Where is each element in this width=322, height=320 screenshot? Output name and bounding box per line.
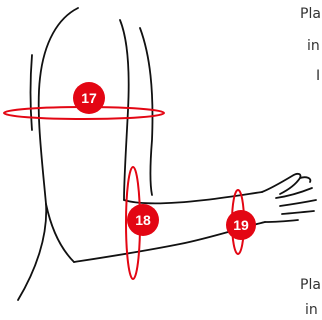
- hand-palm-line: [265, 220, 298, 222]
- hand-finger-line-2: [280, 200, 316, 206]
- chest-line: [140, 28, 153, 195]
- shoulder-inner-line: [31, 55, 33, 130]
- side-text-top-line-1: Pla: [300, 7, 321, 21]
- measurement-17: 17: [4, 82, 164, 119]
- side-text-top-line-2: in: [307, 39, 320, 53]
- measurement-18-label: 18: [135, 212, 151, 228]
- hand-finger-line-3: [282, 211, 314, 214]
- measurement-17-label: 17: [81, 90, 97, 106]
- side-text-top-line-3: I: [316, 69, 320, 83]
- elbow-bend-line: [46, 204, 74, 262]
- hand-thumb-tip: [300, 177, 310, 182]
- side-text-bottom-line-1: Pla: [300, 278, 321, 292]
- measurement-19-label: 19: [233, 217, 249, 233]
- hand-thumb-line: [262, 174, 301, 194]
- measurement-19: 19: [226, 190, 256, 254]
- upper-arm-front-line: [120, 20, 129, 200]
- measurement-18: 18: [126, 167, 159, 279]
- arm-outline: [18, 8, 316, 300]
- side-text-bottom-line-2: in: [305, 303, 318, 317]
